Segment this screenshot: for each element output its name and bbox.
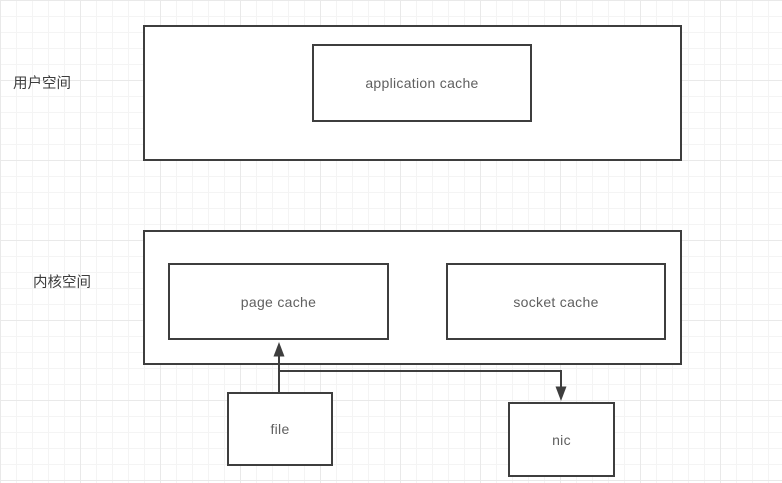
file-label: file <box>270 421 290 437</box>
application-cache-box: application cache <box>312 44 532 122</box>
nic-box: nic <box>508 402 615 477</box>
socket-cache-label: socket cache <box>513 293 599 310</box>
kernel-space-label: 内核空间 <box>33 275 91 291</box>
socket-cache-box: socket cache <box>446 263 666 340</box>
page-cache-box: page cache <box>168 263 389 340</box>
user-space-label: 用户空间 <box>13 76 71 92</box>
file-box: file <box>227 392 333 466</box>
page-cache-label: page cache <box>240 293 317 310</box>
nic-label: nic <box>552 431 571 448</box>
application-cache-label: application cache <box>365 75 479 91</box>
